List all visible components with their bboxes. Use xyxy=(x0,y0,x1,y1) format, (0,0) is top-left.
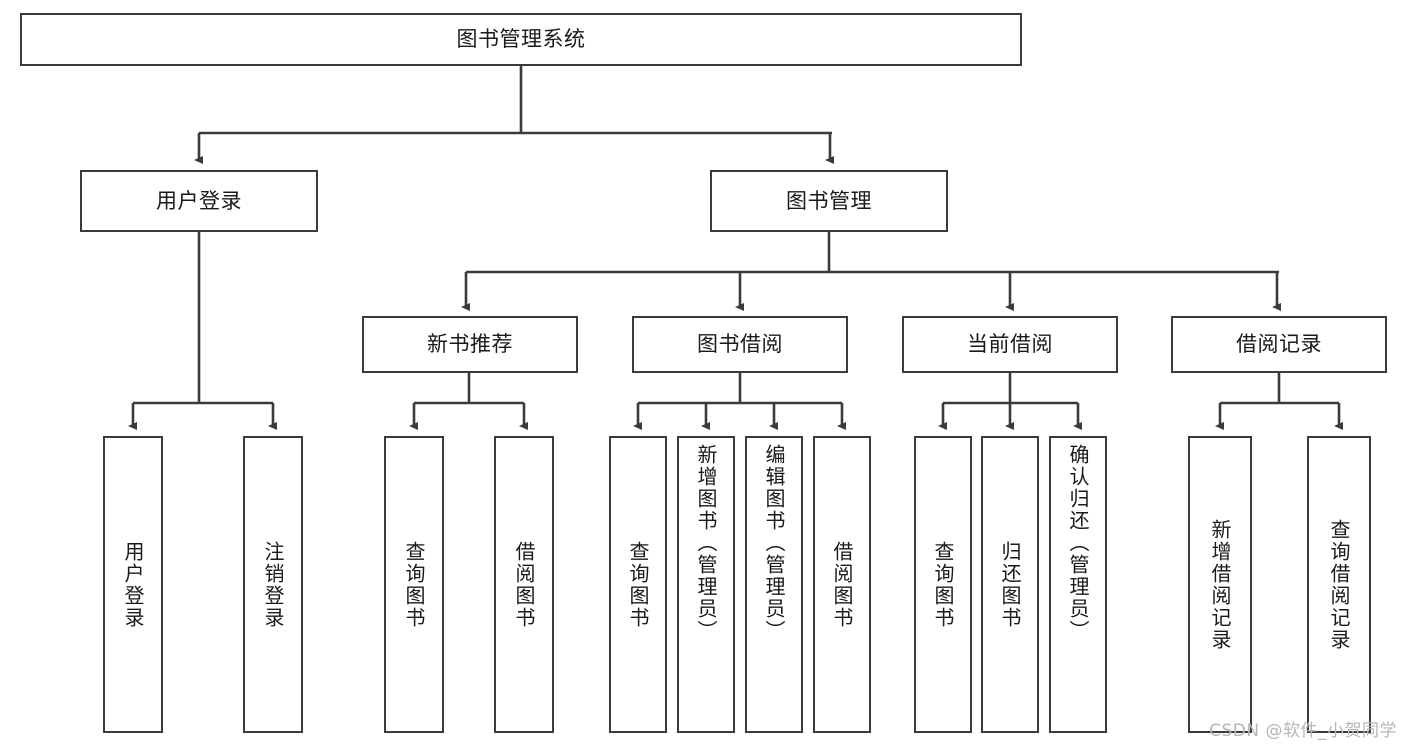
node-root-system[interactable]: 图书管理系统 xyxy=(20,13,1022,66)
node-label: 图书管理 xyxy=(786,188,872,213)
node-book-borrow[interactable]: 图书借阅 xyxy=(632,316,848,373)
node-leaf-return-book[interactable]: 归还图书 xyxy=(981,436,1039,733)
node-leaf-query-borrow-record[interactable]: 查询借阅记录 xyxy=(1307,436,1371,733)
node-leaf-add-book[interactable]: 新增图书（管理员） xyxy=(677,436,735,733)
node-leaf-user-login[interactable]: 用户登录 xyxy=(103,436,163,733)
node-label: 借阅图书 xyxy=(830,540,854,629)
node-label: 查询借阅记录 xyxy=(1327,518,1351,651)
node-leaf-query-book-1[interactable]: 查询图书 xyxy=(384,436,444,733)
node-book-manage[interactable]: 图书管理 xyxy=(710,170,948,232)
node-label: 确认归还（管理员） xyxy=(1066,444,1090,642)
node-label: 新增图书（管理员） xyxy=(694,444,718,642)
node-leaf-confirm-return[interactable]: 确认归还（管理员） xyxy=(1049,436,1107,733)
node-label: 查询图书 xyxy=(402,540,426,629)
node-leaf-borrow-book-2[interactable]: 借阅图书 xyxy=(813,436,871,733)
node-label: 当前借阅 xyxy=(967,332,1053,357)
node-label: 用户登录 xyxy=(156,188,242,213)
node-label: 借阅记录 xyxy=(1236,332,1322,357)
node-label: 图书管理系统 xyxy=(456,27,586,52)
node-label: 归还图书 xyxy=(998,540,1022,629)
node-label: 借阅图书 xyxy=(512,540,536,629)
node-leaf-query-book-2[interactable]: 查询图书 xyxy=(609,436,667,733)
node-label: 新书推荐 xyxy=(427,332,513,357)
node-leaf-borrow-book-1[interactable]: 借阅图书 xyxy=(494,436,554,733)
watermark: CSDN @软件_小贺同学 xyxy=(1209,721,1397,741)
node-new-book-recommend[interactable]: 新书推荐 xyxy=(362,316,578,373)
node-leaf-logout-login[interactable]: 注销登录 xyxy=(243,436,303,733)
node-user-login[interactable]: 用户登录 xyxy=(80,170,318,232)
node-label: 新增借阅记录 xyxy=(1208,518,1232,651)
node-leaf-add-borrow-record[interactable]: 新增借阅记录 xyxy=(1188,436,1252,733)
node-label: 编辑图书（管理员） xyxy=(762,444,786,642)
node-label: 查询图书 xyxy=(626,540,650,629)
node-leaf-edit-book[interactable]: 编辑图书（管理员） xyxy=(745,436,803,733)
node-leaf-query-book-3[interactable]: 查询图书 xyxy=(914,436,972,733)
node-label: 图书借阅 xyxy=(697,332,783,357)
node-label: 查询图书 xyxy=(931,540,955,629)
node-label: 用户登录 xyxy=(121,540,145,629)
node-borrow-record[interactable]: 借阅记录 xyxy=(1171,316,1387,373)
node-current-borrow[interactable]: 当前借阅 xyxy=(902,316,1118,373)
node-label: 注销登录 xyxy=(261,540,285,629)
